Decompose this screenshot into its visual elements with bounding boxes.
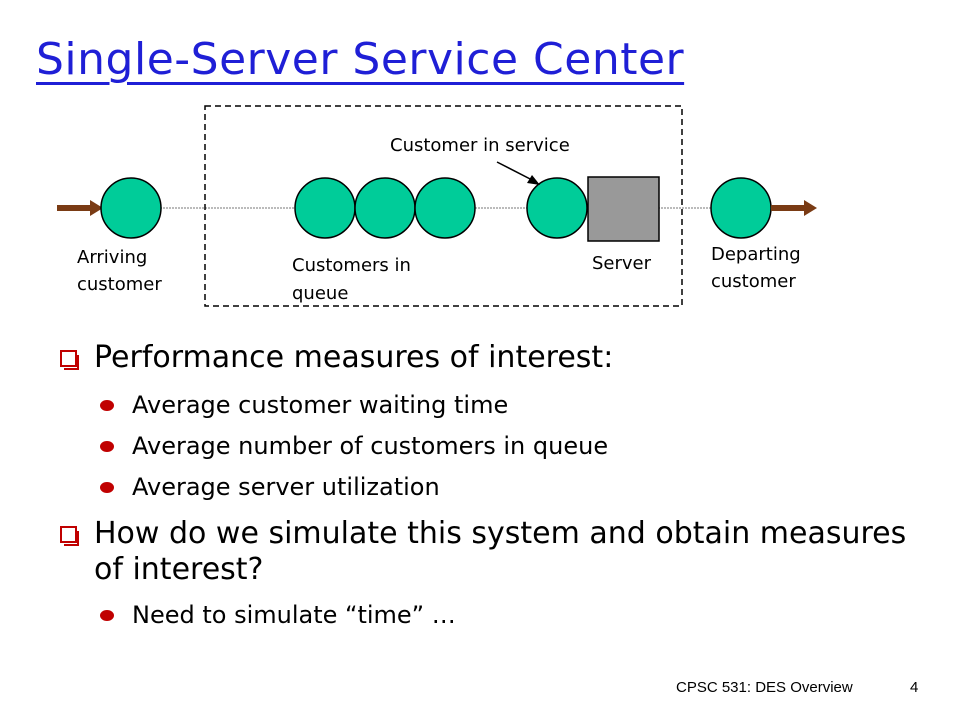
bullet-item: Performance measures of interest: [60, 340, 940, 376]
round-bullet-icon [100, 441, 114, 452]
service-pointer-line [496, 161, 537, 183]
sub-bullet-text: Need to simulate “time” … [132, 601, 456, 629]
bullet-list: Performance measures of interest: Averag… [60, 340, 940, 641]
departing-customer-circle [710, 177, 772, 239]
in-service-customer-circle [526, 177, 588, 239]
arriving-customer-circle [100, 177, 162, 239]
label-customer-in-service: Customer in service [390, 135, 570, 156]
sub-bullet-item: Average number of customers in queue [100, 431, 940, 461]
sub-bullet-item: Average customer waiting time [100, 390, 940, 420]
label-server: Server [592, 253, 652, 274]
label-arriving-customer: Arriving customer [77, 247, 162, 295]
checkbox-bullet-icon [60, 526, 79, 546]
queue-customer-circle [414, 177, 476, 239]
sub-bullet-text: Average customer waiting time [132, 391, 509, 419]
departure-arrow-head [804, 200, 817, 216]
page-number: 4 [910, 679, 919, 696]
round-bullet-icon [100, 610, 114, 621]
sub-bullet-item: Average server utilization [100, 472, 940, 502]
label-departing-customer: Departing customer [711, 244, 801, 292]
slide-title: Single-Server Service Center [36, 34, 685, 85]
bullet-text: Performance measures of interest: [94, 340, 614, 375]
arrival-arrow-head [90, 200, 103, 216]
system-boundary [204, 105, 683, 307]
footer-course: CPSC 531: DES Overview [676, 679, 853, 696]
service-pointer-head [527, 175, 540, 185]
bullet-text: How do we simulate this system and obtai… [94, 516, 907, 587]
queue-customer-circle [294, 177, 356, 239]
queue-customer-circle [354, 177, 416, 239]
sub-bullet-item: Need to simulate “time” … [100, 600, 940, 630]
sub-bullet-text: Average server utilization [132, 473, 440, 501]
queue-diagram [57, 105, 817, 307]
bullet-item: How do we simulate this system and obtai… [60, 516, 940, 588]
round-bullet-icon [100, 482, 114, 493]
sub-bullet-text: Average number of customers in queue [132, 432, 609, 460]
checkbox-bullet-icon [60, 350, 79, 370]
round-bullet-icon [100, 400, 114, 411]
server-box [587, 176, 660, 242]
label-customers-in-queue: Customers in queue [292, 255, 411, 304]
